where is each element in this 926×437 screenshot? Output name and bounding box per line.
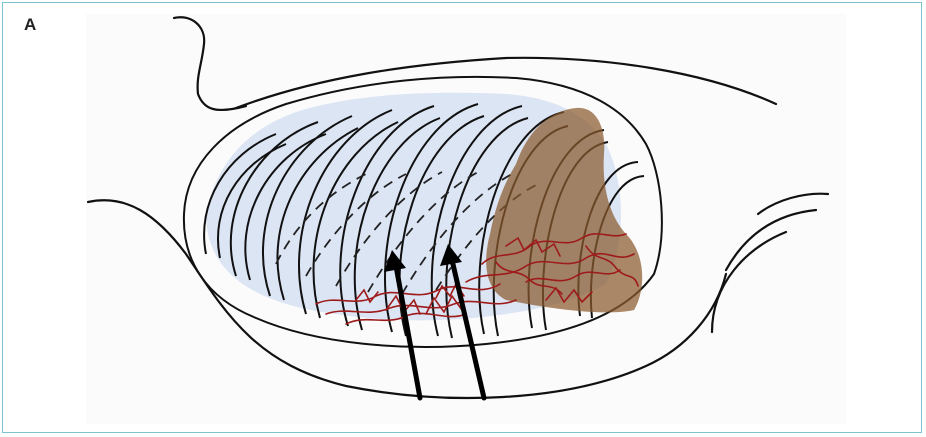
panel-label: A <box>24 15 36 35</box>
anatomy-illustration <box>86 14 846 424</box>
